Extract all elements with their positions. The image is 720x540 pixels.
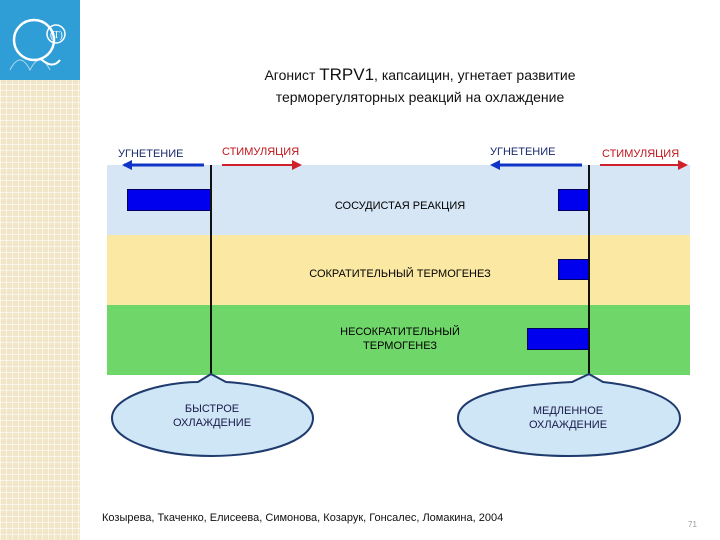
arrowhead-inhibition-right-icon bbox=[490, 160, 500, 170]
callout-slow-line2: ОХЛАЖДЕНИЕ bbox=[528, 419, 608, 431]
callout-slow-line1: МЕДЛЕННОЕ bbox=[532, 405, 604, 417]
arrowhead-stimulation-left-icon bbox=[292, 160, 302, 170]
logo-text: (T) bbox=[50, 30, 63, 41]
title-prefix: Агонист bbox=[264, 67, 316, 83]
band-label-nonshivering-line1: НЕСОКРАТИТЕЛЬНЫЙ bbox=[340, 326, 460, 338]
arrowhead-stimulation-right-icon bbox=[678, 160, 688, 170]
stimulation-label-right: СТИМУЛЯЦИЯ bbox=[602, 148, 680, 160]
logo-mark-icon: (T) bbox=[9, 18, 66, 72]
page-number: 71 bbox=[688, 520, 697, 529]
callout-fast-line2: ОХЛАЖДЕНИЕ bbox=[172, 417, 252, 429]
band-nonshivering bbox=[107, 305, 690, 375]
inhibition-label-left: УГНЕТЕНИЕ bbox=[118, 148, 184, 160]
band-label-nonshivering: НЕСОКРАТИТЕЛЬНЫЙ ТЕРМОГЕНЕЗ bbox=[300, 325, 500, 353]
arrowhead-inhibition-left-icon bbox=[122, 160, 132, 170]
callout-slow-text: МЕДЛЕННОЕ ОХЛАЖДЕНИЕ bbox=[498, 404, 638, 432]
callout-fast-line1: БЫСТРОЕ bbox=[184, 403, 240, 415]
slide-title: Агонист TRPV1, капсаицин, угнетает разви… bbox=[150, 64, 690, 108]
inhibition-label-right: УГНЕТЕНИЕ bbox=[490, 146, 556, 158]
callout-slow-cooling bbox=[456, 372, 682, 458]
logo: (T) bbox=[0, 0, 80, 80]
band-label-shivering: СОКРАТИТЕЛЬНЫЙ ТЕРМОГЕНЕЗ bbox=[309, 268, 491, 280]
citation: Козырева, Ткаченко, Елисеева, Симонова, … bbox=[102, 512, 504, 524]
divider-line-slow bbox=[588, 165, 590, 380]
divider-line-fast bbox=[210, 165, 212, 380]
stimulation-label-left: СТИМУЛЯЦИЯ bbox=[222, 146, 300, 158]
callout-fast-text: БЫСТРОЕ ОХЛАЖДЕНИЕ bbox=[142, 402, 282, 430]
title-suffix: , капсаицин, угнетает развитие bbox=[374, 67, 576, 83]
title-line2: терморегуляторных реакций на охлаждение bbox=[275, 89, 565, 105]
band-shivering bbox=[107, 235, 690, 305]
band-label-vascular: СОСУДИСТАЯ РЕАКЦИЯ bbox=[334, 200, 466, 212]
callout-fast-cooling bbox=[110, 372, 315, 458]
band-label-nonshivering-line2: ТЕРМОГЕНЕЗ bbox=[363, 340, 437, 352]
title-bold: TRPV1 bbox=[319, 65, 375, 84]
decorative-sidebar bbox=[0, 0, 80, 540]
